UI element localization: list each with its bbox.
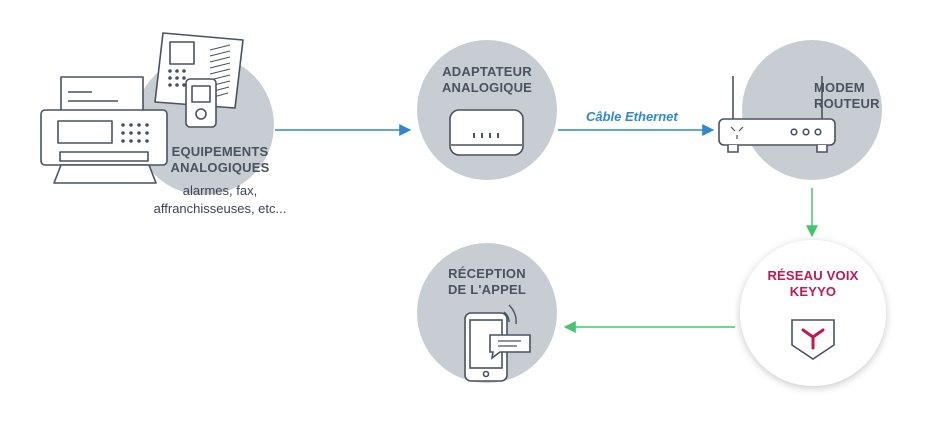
reseau-title: RÉSEAU VOIX KEYYO	[753, 268, 873, 300]
equipements-sub-line1: alarmes, fax,	[182, 183, 258, 198]
reception-title-line2: DE L'APPEL	[447, 282, 527, 297]
modem-title-line2: ROUTEUR	[814, 96, 880, 111]
equipements-sub-line2: affranchisseuses, etc...	[153, 201, 287, 216]
equipements-subtitle: alarmes, fax, affranchisseuses, etc...	[130, 182, 310, 218]
analog-equipment-icon	[40, 32, 244, 184]
reseau-title-line2: KEYYO	[789, 284, 837, 299]
reseau-circle	[740, 240, 886, 386]
modem-router-icon	[718, 76, 836, 153]
reception-title-line1: RÉCEPTION	[448, 266, 526, 281]
adaptateur-title-line1: ADAPTATEUR	[442, 64, 532, 79]
reseau-title-line1: RÉSEAU VOIX	[767, 268, 859, 283]
cable-ethernet-label: Câble Ethernet	[586, 109, 678, 124]
keyyo-logo-icon	[791, 319, 835, 360]
reception-title: RÉCEPTION DE L'APPEL	[427, 266, 547, 298]
equipements-title-line1: EQUIPEMENTS	[171, 144, 269, 159]
equipements-title-line2: ANALOGIQUES	[170, 160, 270, 175]
modem-title-line1: MODEM	[814, 80, 865, 95]
analog-adapter-icon	[449, 109, 524, 156]
smartphone-call-icon	[464, 304, 531, 382]
adaptateur-title-line2: ANALOGIQUE	[441, 80, 533, 95]
adaptateur-title: ADAPTATEUR ANALOGIQUE	[427, 64, 547, 96]
modem-title: MODEM ROUTEUR	[814, 80, 902, 112]
equipements-title: EQUIPEMENTS ANALOGIQUES	[160, 144, 280, 176]
